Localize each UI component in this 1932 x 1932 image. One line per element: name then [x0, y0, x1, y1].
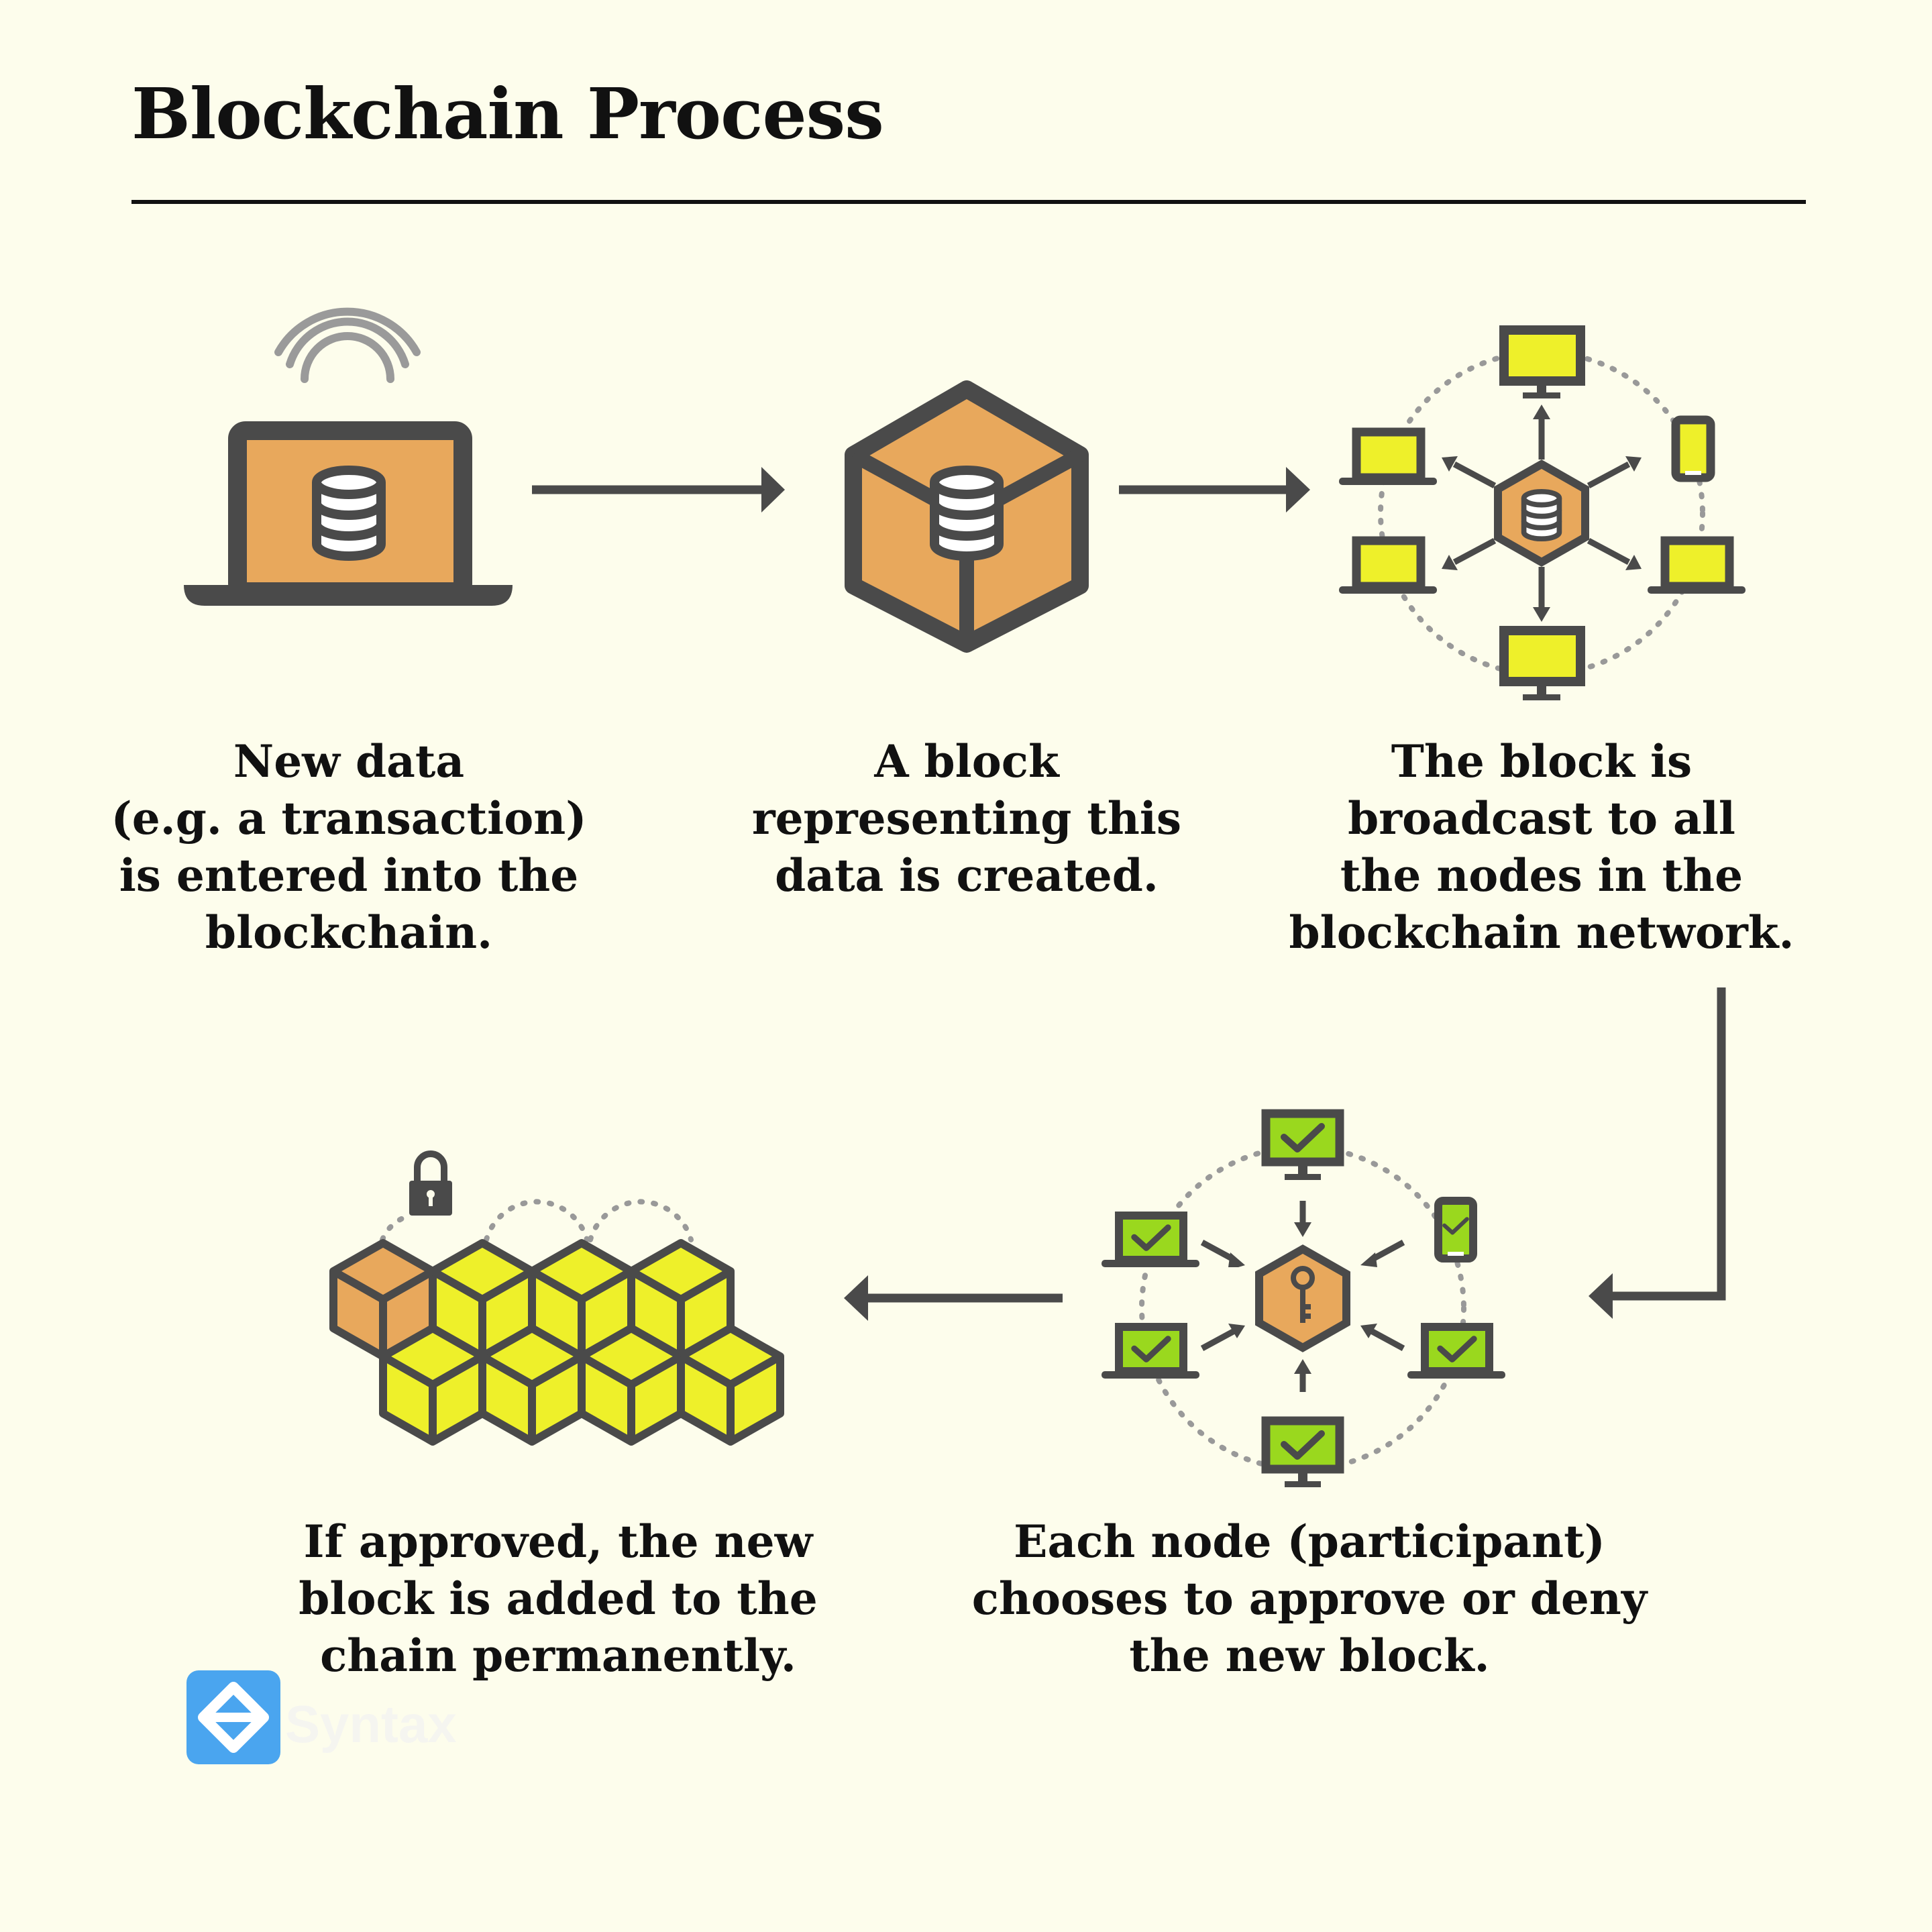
key-icon	[1291, 1266, 1315, 1323]
caption-line: The block is	[1391, 735, 1693, 788]
logo-icon	[186, 1670, 280, 1764]
arrow-step4-to-step5	[844, 1275, 1063, 1321]
wifi-icon	[274, 307, 421, 383]
logo-wordmark: Syntax	[285, 1695, 457, 1754]
caption-line: chain permanently.	[320, 1629, 796, 1682]
arrow-step3-to-step4	[1589, 987, 1726, 1319]
arrow-step2-to-step3	[1119, 467, 1310, 513]
step3-caption: The block is broadcast to all the nodes …	[1253, 733, 1830, 961]
arrow-step1-to-step2	[532, 467, 785, 513]
caption-line: blockchain.	[205, 906, 493, 959]
title-divider	[131, 200, 1806, 204]
chain-links	[380, 1199, 694, 1242]
caption-line: block is added to the	[299, 1572, 818, 1625]
caption-line: blockchain network.	[1289, 906, 1794, 959]
network-approve-icon	[1102, 1109, 1505, 1487]
caption-line: If approved, the new	[303, 1515, 813, 1568]
caption-line: the new block.	[1129, 1629, 1490, 1682]
step1-caption: New data (e.g. a transaction) is entered…	[60, 733, 637, 961]
step2-caption: A block representing this data is create…	[678, 733, 1255, 904]
database-icon	[317, 470, 381, 556]
step5-caption: If approved, the new block is added to t…	[270, 1513, 847, 1684]
caption-line: (e.g. a transaction)	[111, 792, 587, 845]
caption-line: chooses to approve or deny	[971, 1572, 1648, 1625]
page-title: Blockchain Process	[131, 72, 884, 155]
caption-line: the nodes in the	[1340, 849, 1743, 902]
padlock-icon	[409, 1150, 452, 1216]
caption-line: broadcast to all	[1348, 792, 1735, 845]
caption-line: data is created.	[775, 849, 1159, 902]
blockchain-cubes-icon	[329, 1239, 784, 1446]
network-broadcast-icon	[1339, 325, 1746, 700]
caption-line: A block	[874, 735, 1059, 788]
caption-line: representing this	[751, 792, 1182, 845]
database-icon	[934, 470, 999, 556]
step4-caption: Each node (participant) chooses to appro…	[954, 1513, 1665, 1684]
caption-line: Each node (participant)	[1014, 1515, 1605, 1568]
caption-line: New data	[233, 735, 465, 788]
caption-line: is entered into the	[119, 849, 579, 902]
